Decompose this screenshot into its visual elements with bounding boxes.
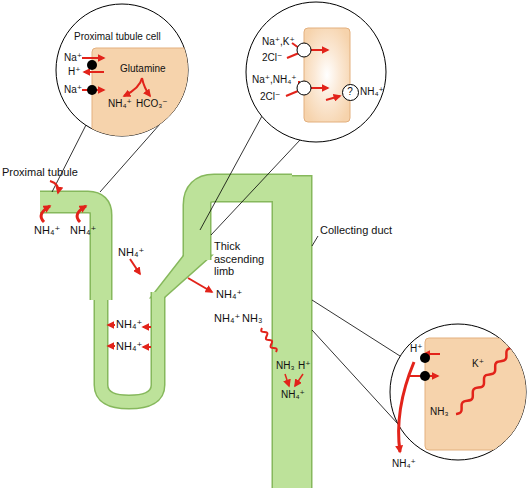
flow-arrow <box>108 345 115 347</box>
zoom-line <box>312 330 398 424</box>
collecting-duct <box>272 175 313 488</box>
transporter <box>297 81 311 95</box>
ion-text: K⁺ <box>472 358 484 370</box>
proximal-tubule <box>40 202 101 300</box>
ion-label: H⁺ <box>410 343 423 355</box>
glutamine-arrow <box>142 78 150 96</box>
cotransport-arrow <box>311 87 328 89</box>
proximal-tubule <box>40 202 101 300</box>
transporter <box>87 85 97 95</box>
transport-arrows <box>399 354 440 452</box>
exit-arrow <box>326 96 340 100</box>
ion-label: NH₃ <box>276 360 295 372</box>
ion-label: NH₄⁺ <box>214 312 240 325</box>
pointer-arrow <box>50 181 58 193</box>
glutamine-arrow <box>124 78 142 96</box>
ion-text: NH₄⁺ <box>108 98 132 110</box>
ion-text: ? <box>347 86 353 98</box>
ion-label: NH₄⁺ <box>118 246 144 259</box>
cotransport-arrow <box>311 49 328 51</box>
transporter <box>420 353 430 363</box>
ion-label: NH₄⁺ <box>216 288 242 301</box>
ammonium-arrow <box>399 362 414 452</box>
ion-label: NH₄⁺ <box>116 318 142 331</box>
ion-label: NH₄⁺ <box>281 389 305 401</box>
ion-line <box>287 53 299 58</box>
duct-cell-group <box>425 338 532 450</box>
thick-limb-cell <box>304 28 350 122</box>
flow-arrow <box>130 259 140 274</box>
collecting-duct-cell <box>425 338 532 450</box>
wavy-line <box>261 328 277 352</box>
leader-line <box>312 236 318 246</box>
ion-line <box>286 91 298 96</box>
part-name: Collecting duct <box>320 224 392 237</box>
zoom-line <box>211 140 300 235</box>
transporter <box>297 43 311 57</box>
cell-box: K⁺ NH₃ <box>425 340 521 440</box>
flow-arrow <box>108 324 115 326</box>
secretion-arrow <box>77 206 86 222</box>
ion-label: NH₄⁺ <box>70 224 96 237</box>
ion-label: NH₄⁺ <box>34 224 60 237</box>
ion-label: NH₄⁺ <box>116 340 142 353</box>
collecting-duct <box>273 177 311 488</box>
thin-loop <box>101 292 158 402</box>
ion-label: NH₄⁺ <box>360 86 384 98</box>
limb-taper <box>152 256 210 297</box>
zoom-line <box>200 116 262 230</box>
ion-text: HCO₃⁻ <box>136 98 168 110</box>
ion-label: Na⁺,NH₄⁺ <box>252 74 297 86</box>
tubule-arrows <box>41 181 303 386</box>
cell-box: Proximal tubule cellGlutamineNH₄⁺ HCO₃⁻ <box>72 28 190 126</box>
ion-label: Na⁺,K⁺ <box>262 36 295 48</box>
zoom-circle <box>246 2 386 142</box>
ion-label: NH₄⁺ <box>392 458 416 470</box>
ammonia-diffusion <box>261 328 277 352</box>
thin-loop <box>101 292 158 402</box>
flow-arrow <box>143 346 151 348</box>
flow-arrow <box>143 326 151 328</box>
zoom-lines <box>52 116 400 424</box>
part-name: Thick ascending limb <box>214 240 272 278</box>
tubule-fill <box>40 177 292 488</box>
cell-title: Proximal tubule cell <box>74 31 161 43</box>
ion-label: H⁺ <box>298 360 311 372</box>
secretion-arrow <box>41 206 50 222</box>
wavy-line <box>456 348 512 414</box>
merge-arrow <box>295 374 303 386</box>
proximal-tubule-cell <box>92 48 202 148</box>
flow-arrow <box>188 278 212 292</box>
sodium-arrow <box>82 57 104 59</box>
ion-label: Na⁺ <box>64 84 82 96</box>
ion-label: H⁺ <box>68 66 81 78</box>
transporter <box>420 371 430 381</box>
zoom-line <box>52 125 86 192</box>
tubule-outline <box>40 175 292 488</box>
ion-text: Glutamine <box>120 63 166 75</box>
transporter <box>87 60 97 70</box>
limb-taper <box>152 256 210 297</box>
proton-arrow <box>84 71 104 73</box>
transporter-circle: ? <box>342 84 359 101</box>
transport-arrows <box>286 43 340 100</box>
ion-label: NH₃ <box>242 312 262 325</box>
zoom-line <box>312 300 400 356</box>
ion-label: Na⁺ <box>64 52 82 64</box>
ammonia-diffusion <box>456 348 512 414</box>
proximal-cell-group <box>92 48 202 148</box>
part-name: Proximal tubule <box>2 166 78 179</box>
ion-label: 2Cl⁻ <box>262 52 282 64</box>
merge-arrow <box>285 374 289 386</box>
ion-text: NH₃ <box>430 406 449 418</box>
tal-cell-group <box>304 28 350 122</box>
ion-label: 2Cl⁻ <box>260 91 280 103</box>
